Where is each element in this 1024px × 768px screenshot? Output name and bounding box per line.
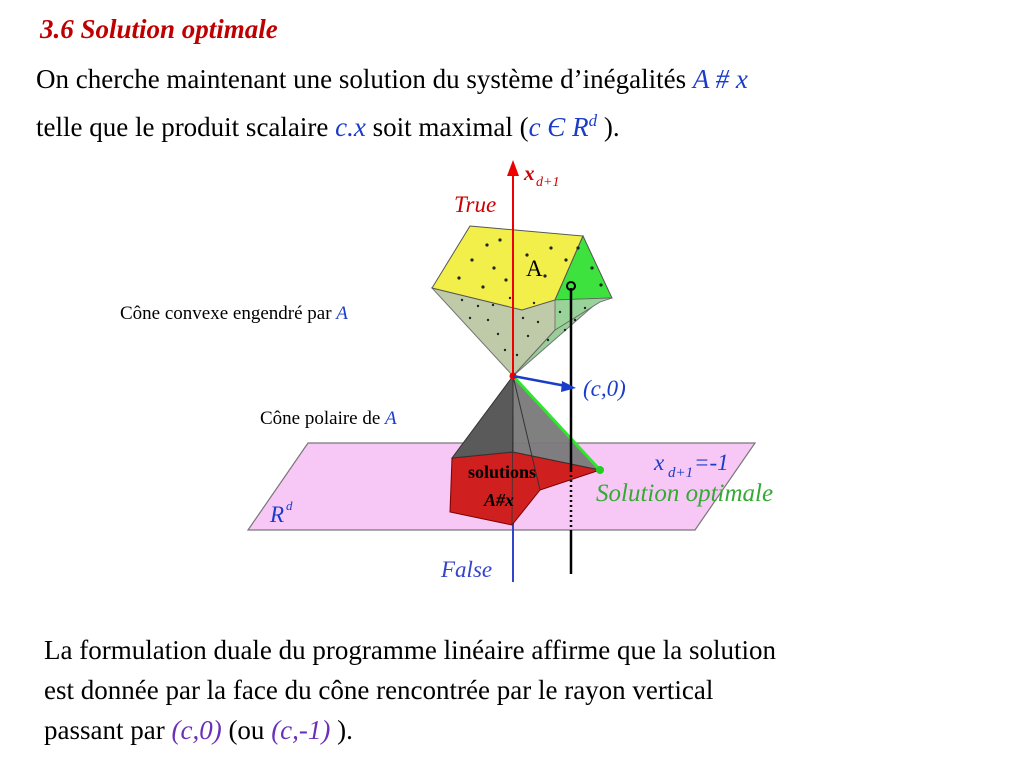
conclusion-line-1: La formulation duale du programme linéai… (44, 635, 777, 665)
polar-edge (512, 375, 541, 491)
cone-convex-math: A (336, 303, 348, 324)
vector-c0 (512, 374, 567, 388)
plane-eq-sub: d+1 (668, 465, 693, 481)
intro-math-system: A # x (692, 64, 748, 94)
solutions-math: A#x (483, 490, 514, 510)
axis-arrowhead (507, 160, 519, 176)
conclusion-math-1: (c,0) (171, 715, 222, 745)
cone-convex-text: Cône convexe engendré par (120, 303, 337, 324)
intro-math-c: c Є R (528, 112, 589, 142)
intro-text-2: telle que le produit scalaire (36, 112, 336, 142)
point-cloud (457, 238, 603, 357)
vector-label: (c,0) (583, 376, 626, 401)
convex-cone-green-low (554, 297, 613, 331)
optimal-edge (511, 374, 602, 472)
polar-edge-2 (511, 375, 514, 526)
section-heading: 3.6 Solution optimale (40, 14, 278, 44)
polar-cone (450, 374, 514, 459)
true-label: True (454, 192, 496, 217)
convex-cone-top (431, 225, 584, 311)
intro-text-4: ). (597, 112, 620, 142)
vector-c0-arrowhead (561, 381, 576, 392)
intro-math-cx: c.x (335, 112, 366, 142)
solutions-label: solutions (468, 462, 536, 482)
plane-eq-label: x (653, 450, 665, 475)
intro-text-1: On cherche maintenant une solution du sy… (36, 64, 693, 94)
cone-polar-label: Cône polaire de A (260, 408, 397, 430)
conclusion-paragraph: La formulation duale du programme linéai… (44, 630, 994, 750)
false-label: False (440, 557, 492, 582)
cone-convex-label: Cône convexe engendré par A (120, 303, 348, 325)
conclusion-math-2: (c,-1) (271, 715, 331, 745)
optimal-point (596, 466, 604, 474)
axis-label: x (523, 161, 535, 185)
point-a-label: A (526, 256, 543, 281)
cone-polar-text: Cône polaire de (260, 408, 386, 429)
cone-polar-math: A (385, 408, 397, 429)
optimal-label: Solution optimale (596, 480, 773, 507)
ray-start (566, 281, 576, 291)
intro-math-sup: d (588, 111, 598, 130)
intro-paragraph: On cherche maintenant une solution du sy… (36, 58, 996, 148)
plane-eq-rhs: =-1 (694, 450, 729, 475)
space-label: R (269, 502, 284, 527)
axis-label-sub: d+1 (536, 175, 559, 190)
conclusion-end: ). (330, 715, 353, 745)
space-label-sup: d (286, 498, 293, 513)
conclusion-line-3: passant par (44, 715, 172, 745)
intro-text-3: soit maximal ( (365, 112, 529, 142)
conclusion-mid: (ou (221, 715, 272, 745)
conclusion-line-2: est donnée par la face du cône rencontré… (44, 675, 714, 705)
